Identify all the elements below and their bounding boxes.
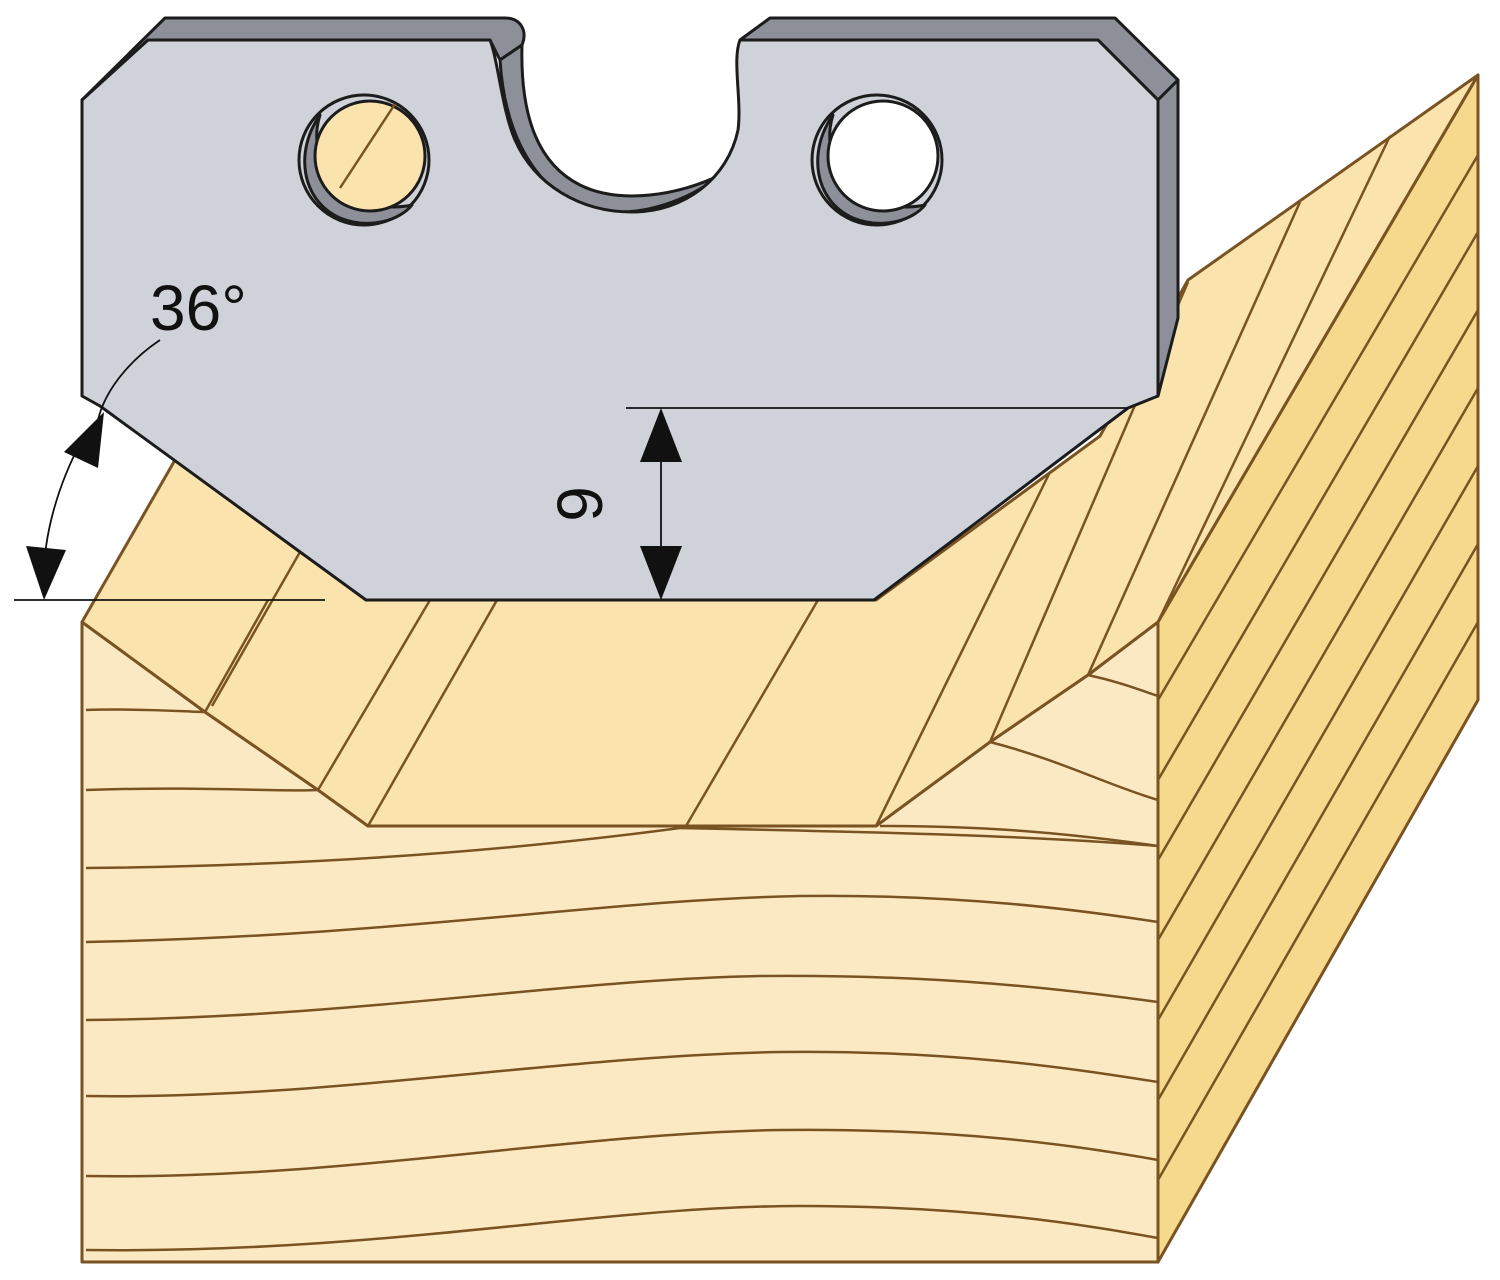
depth-arrow-down	[640, 546, 682, 600]
depth-arrow-up	[640, 408, 682, 462]
mounting-hole-left	[297, 93, 431, 227]
depth-label: 9	[544, 486, 616, 522]
angle-arrow-top	[64, 412, 104, 468]
knife-blade	[80, 16, 1180, 602]
mounting-hole-right	[810, 93, 944, 227]
angle-arrow-bottom	[26, 546, 66, 600]
side-grain	[1156, 154, 1480, 1181]
angle-leader	[97, 339, 161, 421]
angle-label: 36°	[150, 272, 247, 344]
front-grain	[85, 673, 1159, 1252]
dimension-arrows	[26, 408, 682, 600]
